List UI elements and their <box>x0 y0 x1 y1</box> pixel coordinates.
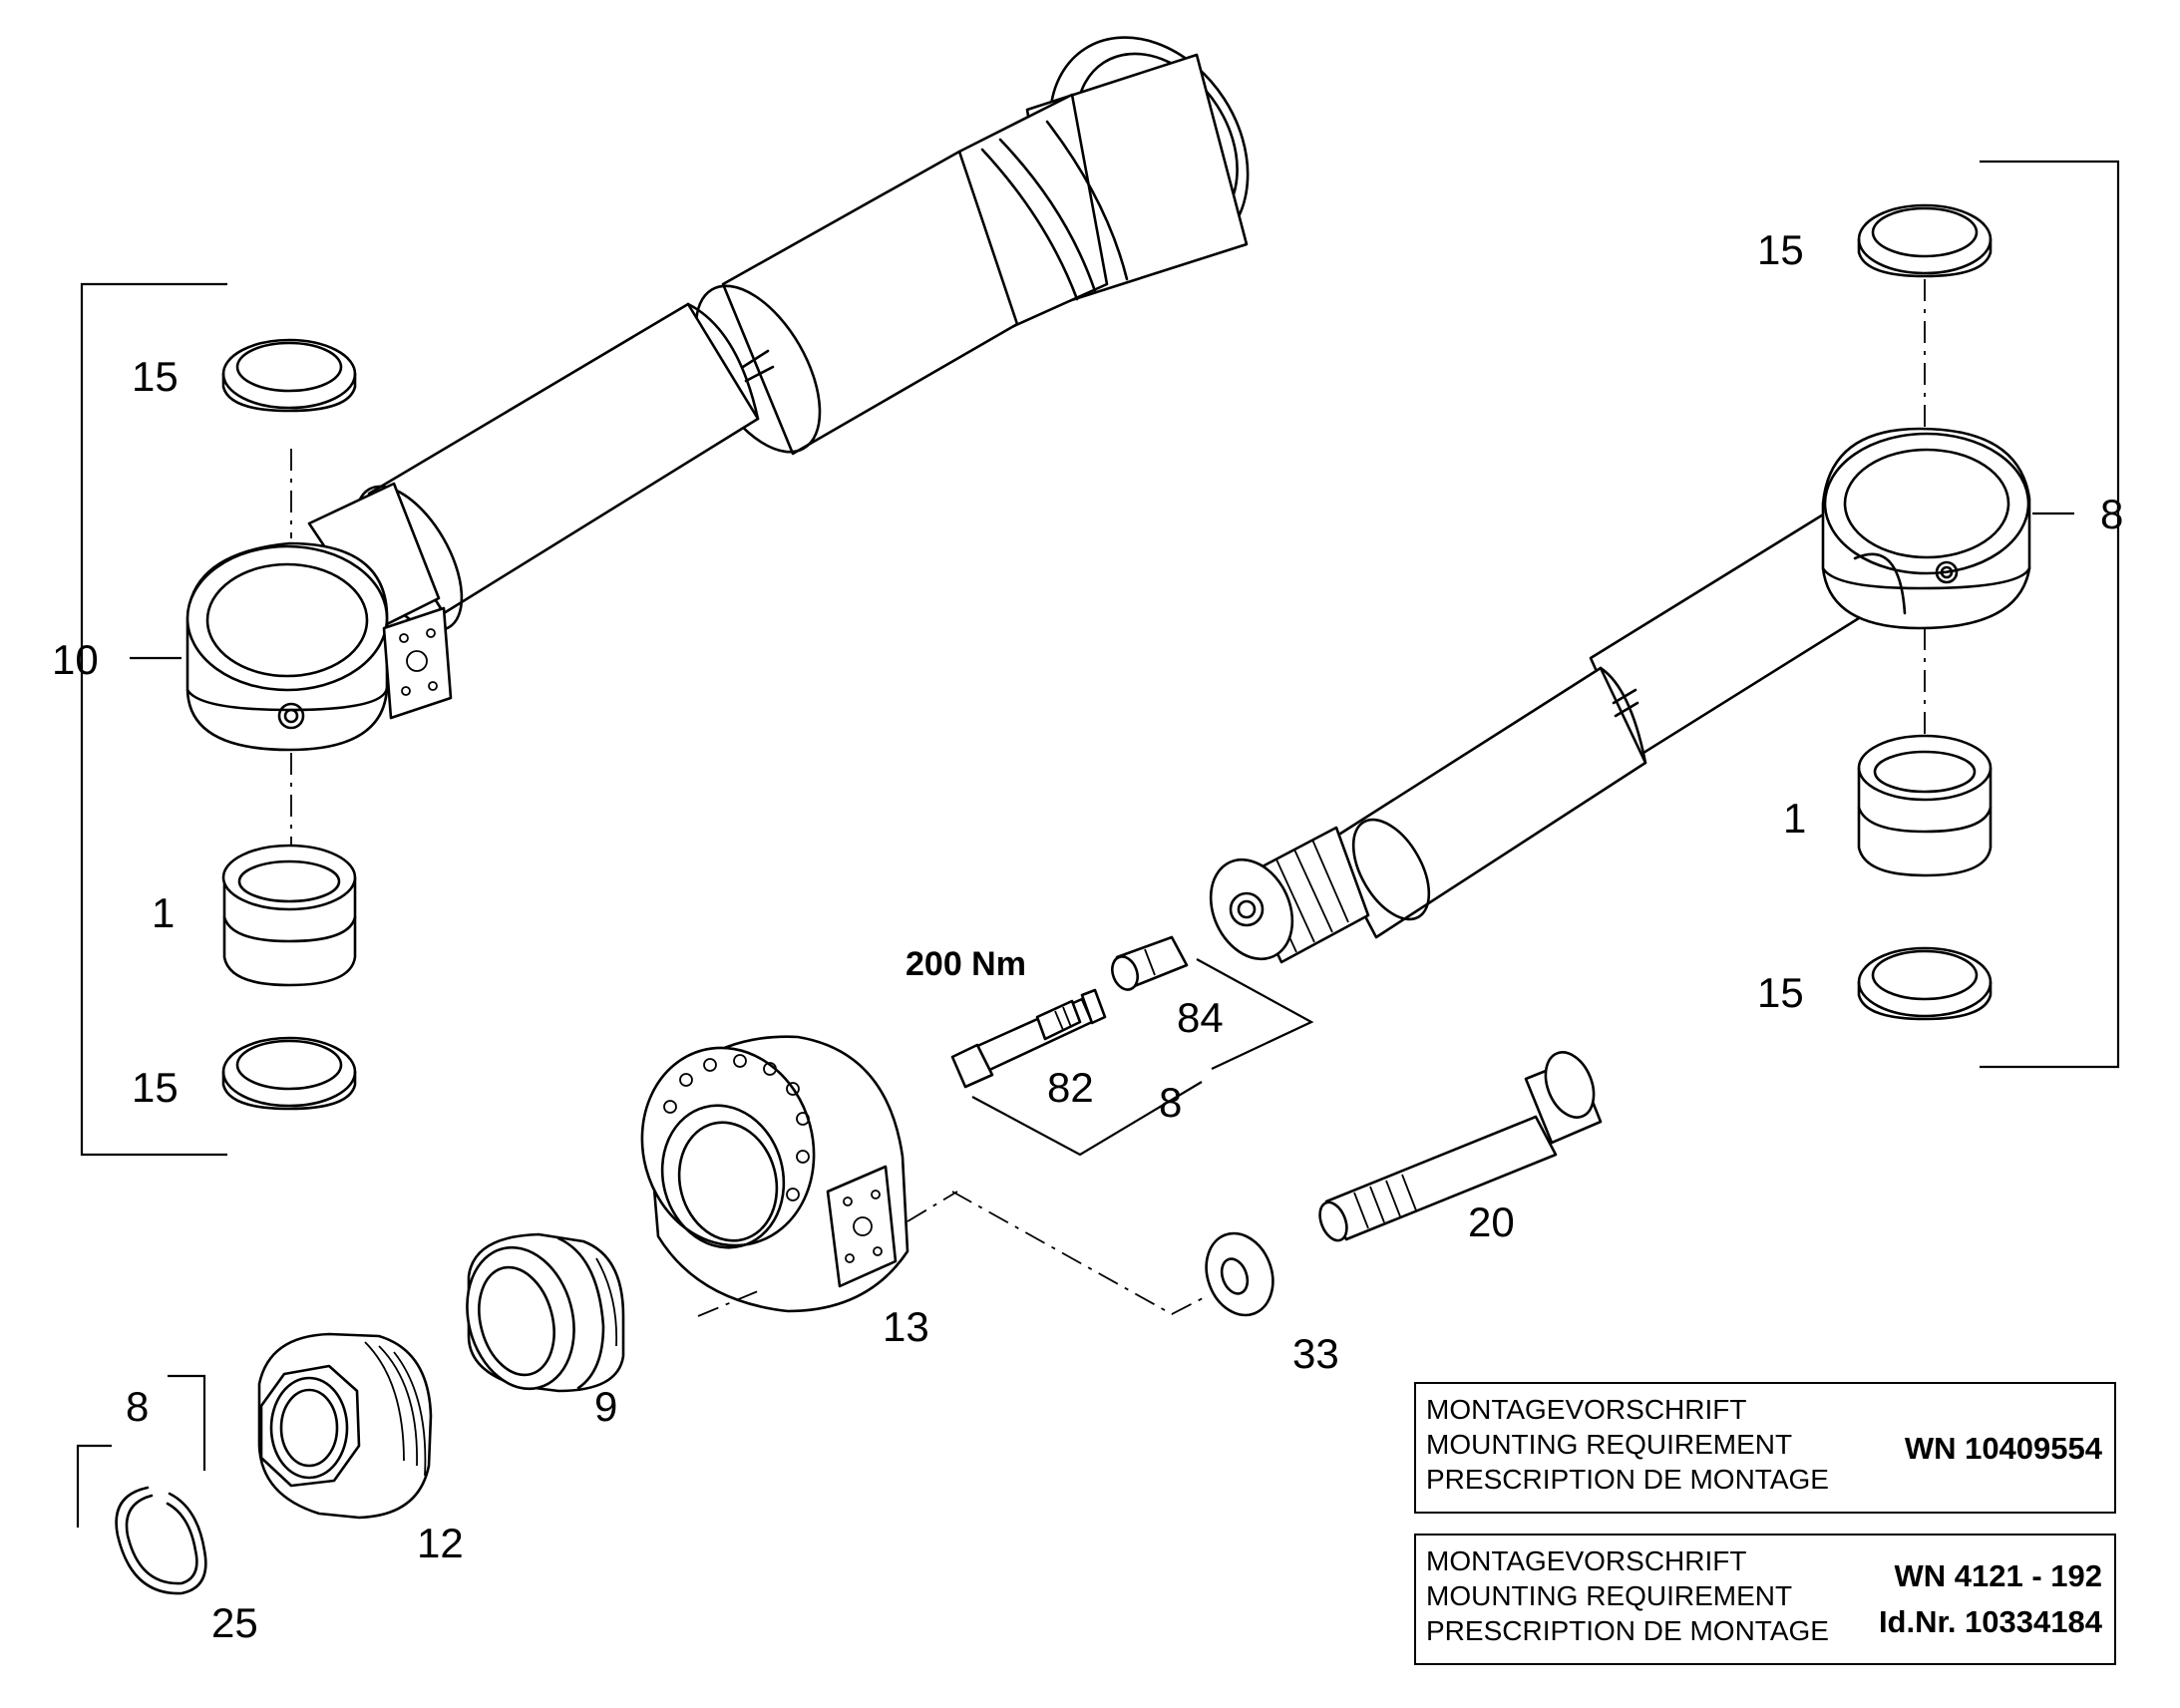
callout-20: 20 <box>1468 1198 1515 1245</box>
valve-sleeve-84 <box>1111 935 1189 991</box>
nut-12 <box>257 1332 433 1520</box>
callout-25: 25 <box>211 1599 258 1646</box>
box2-line-en: MOUNTING REQUIREMENT <box>1426 1580 1793 1611</box>
callout-15-left-bottom: 15 <box>132 1064 179 1111</box>
callout-8-left: 8 <box>126 1383 149 1430</box>
callout-1-left: 1 <box>152 889 175 936</box>
bushing-1-left <box>221 844 357 987</box>
callout-12: 12 <box>417 1520 464 1566</box>
box1-line-en: MOUNTING REQUIREMENT <box>1426 1429 1793 1460</box>
callout-82: 82 <box>1047 1064 1094 1111</box>
washer-33 <box>1205 1231 1274 1317</box>
mounting-requirement-box-1: MONTAGEVORSCHRIFT MOUNTING REQUIREMENT P… <box>1414 1382 2116 1514</box>
rod-eye-right <box>1821 427 2031 630</box>
bracket-8-mid <box>971 958 1314 1157</box>
callout-84: 84 <box>1177 994 1224 1041</box>
box2-id-number: Id.Nr. 10334184 <box>1878 1604 2102 1639</box>
bracket-8-left <box>76 1374 206 1528</box>
callout-15-right-top: 15 <box>1757 226 1804 273</box>
callout-8-right: 8 <box>2100 491 2123 537</box>
callout-10: 10 <box>52 636 99 683</box>
callout-13: 13 <box>883 1303 929 1350</box>
callout-15-left-top: 15 <box>132 353 179 400</box>
bolt-20 <box>1318 1051 1603 1242</box>
mounting-requirement-box-2: MONTAGEVORSCHRIFT MOUNTING REQUIREMENT P… <box>1414 1534 2116 1665</box>
tube-eye-left <box>185 541 453 752</box>
box1-standard-code: WN 10409554 <box>1904 1431 2102 1466</box>
callout-9: 9 <box>594 1383 617 1430</box>
box2-line-fr: PRESCRIPTION DE MONTAGE <box>1426 1615 1829 1646</box>
seal-ring-15-right-top <box>1857 203 1993 278</box>
seal-ring-15-right-bottom <box>1857 946 1993 1021</box>
circlip-25 <box>115 1486 207 1595</box>
piston-9 <box>466 1232 625 1393</box>
bracket-10 <box>80 282 227 1157</box>
callout-1-right: 1 <box>1783 795 1806 842</box>
cylinder-tube <box>307 36 1250 632</box>
box2-line-de: MONTAGEVORSCHRIFT <box>1426 1545 1747 1576</box>
guide-head-13 <box>640 1035 909 1313</box>
callout-8-mid: 8 <box>1159 1079 1182 1126</box>
box2-standard-code: WN 4121 - 192 <box>1894 1558 2103 1593</box>
bushing-1-right <box>1857 734 1993 877</box>
callout-33: 33 <box>1292 1330 1339 1377</box>
seal-ring-15-left-top <box>221 338 357 413</box>
valve-screw-82 <box>950 988 1107 1089</box>
bracket-8-right <box>1980 160 2120 1069</box>
piston-rod <box>1209 507 1877 964</box>
callout-15-right-bottom: 15 <box>1757 969 1804 1016</box>
box1-line-fr: PRESCRIPTION DE MONTAGE <box>1426 1464 1829 1495</box>
torque-label: 200 Nm <box>906 945 1026 983</box>
seal-ring-15-left-bottom <box>221 1036 357 1111</box>
box1-line-de: MONTAGEVORSCHRIFT <box>1426 1394 1747 1425</box>
